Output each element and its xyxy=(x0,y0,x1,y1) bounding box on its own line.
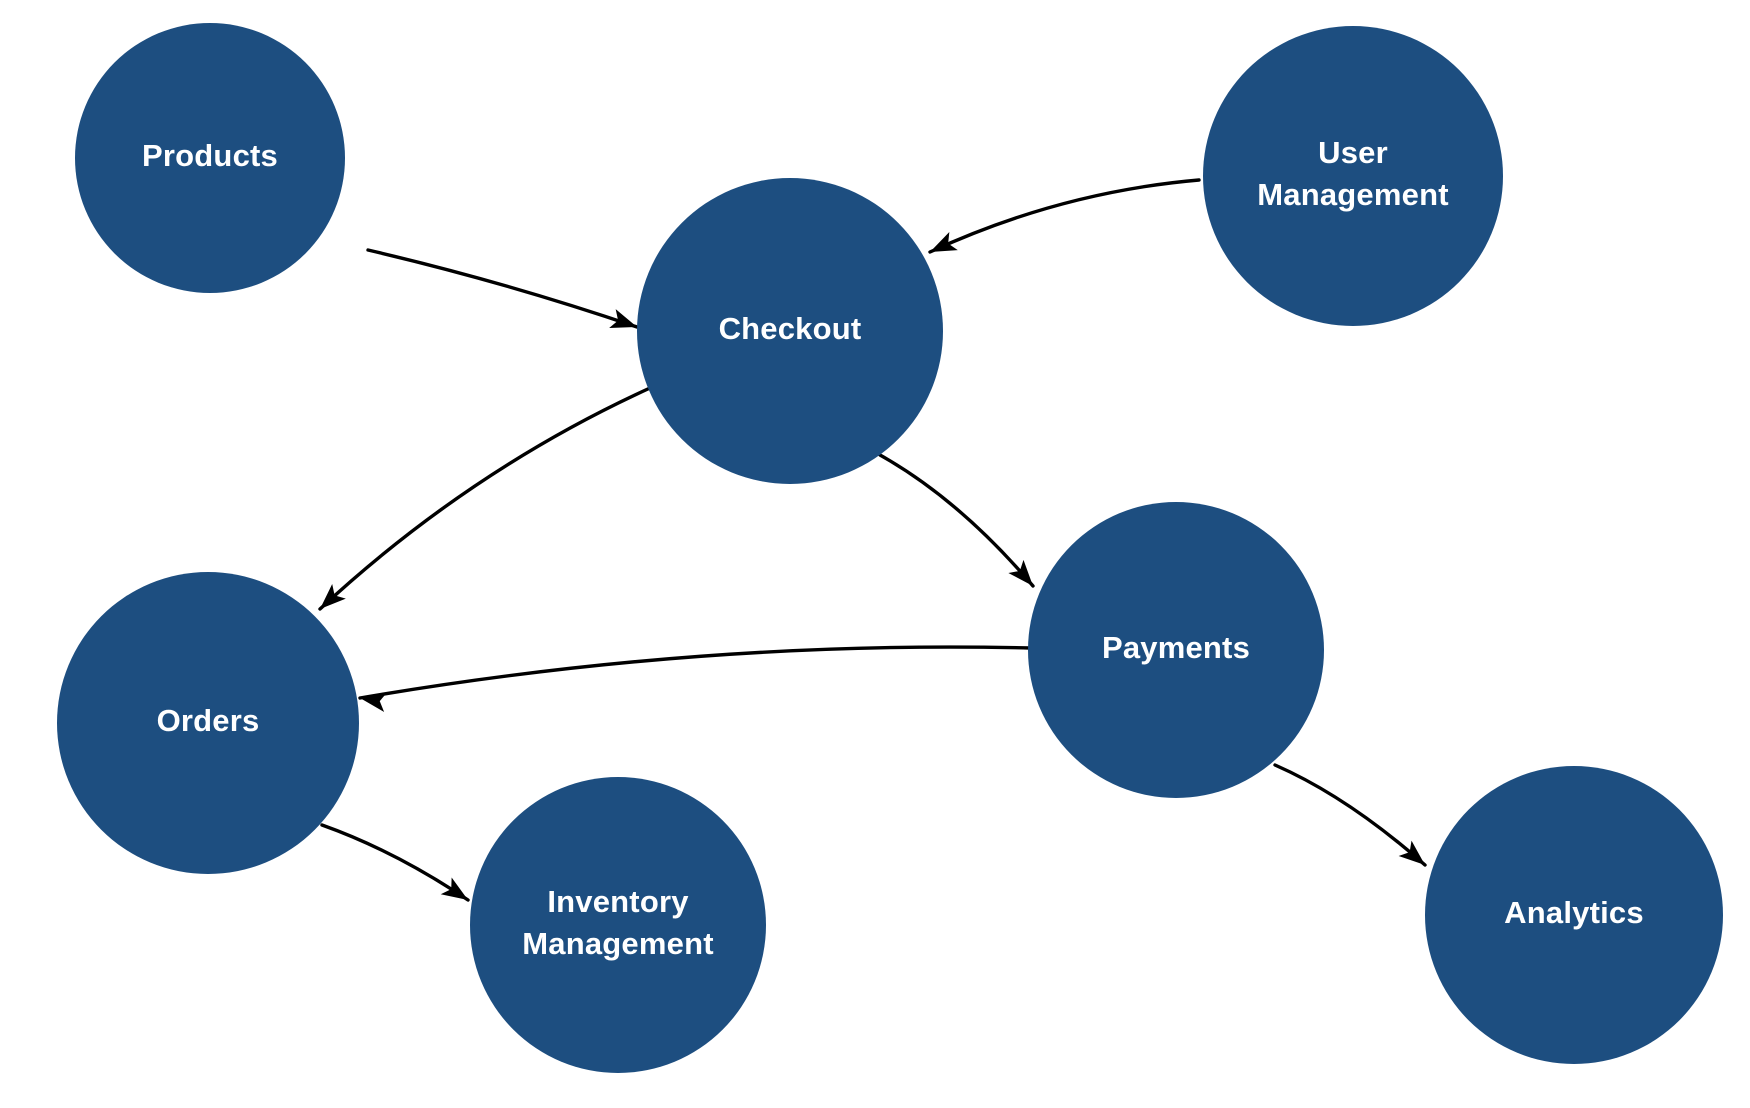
edge-hit-area[interactable] xyxy=(880,455,1033,586)
node-payments[interactable]: Payments xyxy=(1028,502,1324,798)
edge-orders-to-inventory-management[interactable] xyxy=(320,823,473,908)
node-circle[interactable] xyxy=(1028,502,1324,798)
edge-line xyxy=(1273,763,1427,867)
edge-checkout-to-orders[interactable] xyxy=(313,386,652,616)
arrow-head-icon xyxy=(1398,840,1425,865)
edge-line xyxy=(358,645,1032,700)
edge-hit-area[interactable] xyxy=(930,180,1199,252)
edge-line xyxy=(366,248,639,329)
node-circle[interactable] xyxy=(57,572,359,874)
node-circle[interactable] xyxy=(75,23,345,293)
arrow-head-icon xyxy=(360,692,388,712)
edge-hit-area[interactable] xyxy=(368,250,637,327)
node-circle[interactable] xyxy=(1203,26,1503,326)
arrow-head-icon xyxy=(1008,559,1033,586)
edges-layer xyxy=(313,178,1431,908)
node-circle[interactable] xyxy=(470,777,766,1073)
edge-hit-area[interactable] xyxy=(1275,765,1425,865)
edge-products-to-checkout[interactable] xyxy=(366,248,640,336)
node-checkout[interactable]: Checkout xyxy=(637,178,943,484)
node-orders[interactable]: Orders xyxy=(57,572,359,874)
edge-line xyxy=(320,823,470,902)
edge-line xyxy=(318,386,652,611)
node-analytics[interactable]: Analytics xyxy=(1425,766,1723,1064)
edge-user-management-to-checkout[interactable] xyxy=(926,178,1201,261)
node-circle[interactable] xyxy=(637,178,943,484)
edge-line xyxy=(928,178,1201,254)
edge-hit-area[interactable] xyxy=(320,388,650,609)
edge-line xyxy=(878,453,1035,588)
edge-payments-to-orders[interactable] xyxy=(358,645,1032,712)
edge-payments-to-analytics[interactable] xyxy=(1273,763,1431,873)
edge-hit-area[interactable] xyxy=(360,647,1030,698)
arrow-head-icon xyxy=(440,877,468,900)
arrow-head-icon xyxy=(320,583,346,609)
node-products[interactable]: Products xyxy=(75,23,345,293)
edge-hit-area[interactable] xyxy=(322,825,468,900)
arrow-head-icon xyxy=(930,231,958,252)
node-circle[interactable] xyxy=(1425,766,1723,1064)
arrow-head-icon xyxy=(609,309,637,328)
edge-checkout-to-payments[interactable] xyxy=(878,453,1041,593)
